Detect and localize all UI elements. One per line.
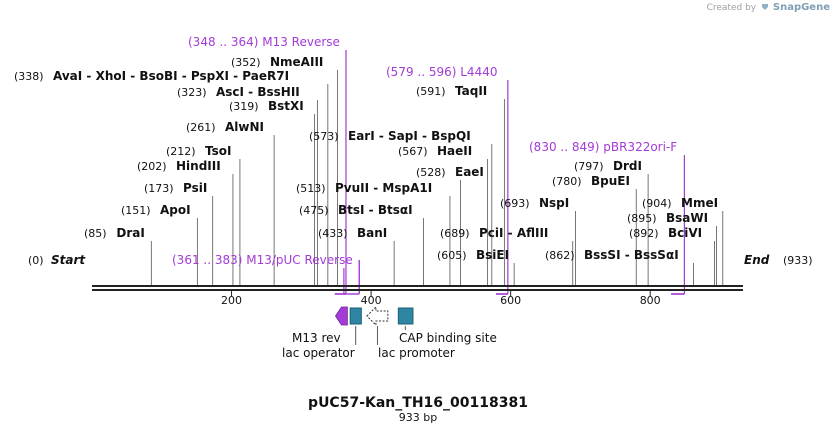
plasmid-name: pUC57-Kan_TH16_00118381 xyxy=(308,395,528,411)
enzyme-name: PciI - AflIII xyxy=(479,226,548,240)
enzyme-name: BssSI - BssSαI xyxy=(584,248,679,262)
enzyme-position: (352) xyxy=(231,56,261,69)
primer-label: (348 .. 364) M13 Reverse xyxy=(188,35,340,49)
enzyme-name: BstXI xyxy=(268,99,304,113)
snapgene-credit: Created by SnapGene xyxy=(707,2,830,13)
enzyme-position: (338) xyxy=(14,70,44,83)
enzyme-name: TaqII xyxy=(455,84,487,98)
feature-label: lac promoter xyxy=(378,346,455,360)
enzyme-cut-lines xyxy=(150,70,724,286)
enzyme-position: (591) xyxy=(416,85,446,98)
feature-label: CAP binding site xyxy=(399,331,497,345)
credit-brand: SnapGene xyxy=(772,2,830,13)
enzyme-position: (797) xyxy=(574,160,604,173)
enzyme-position: (475) xyxy=(299,204,329,217)
enzyme-name: MmeI xyxy=(681,196,718,210)
snapgene-logo-icon xyxy=(761,3,769,11)
enzyme-position: (904) xyxy=(642,197,672,210)
enzyme-name: PvuII - MspA1I xyxy=(335,181,432,195)
feature-box xyxy=(349,307,362,325)
primer-label: (579 .. 596) L4440 xyxy=(386,65,497,79)
sequence-backbone: 200 400 600 800 xyxy=(92,285,743,307)
axis-tick-label: 200 xyxy=(221,294,242,307)
enzyme-name: BsiEI xyxy=(476,248,509,262)
enzyme-name: BpuEI xyxy=(591,174,630,188)
feature-label: M13 rev xyxy=(292,331,341,345)
enzyme-position: (528) xyxy=(416,166,446,179)
enzyme-position: (319) xyxy=(229,100,259,113)
enzyme-name: AlwNI xyxy=(225,120,264,134)
enzyme-name: NmeAIII xyxy=(270,55,323,69)
enzyme-position: (605) xyxy=(437,249,467,262)
enzyme-position: (261) xyxy=(186,121,216,134)
enzyme-position: (173) xyxy=(144,182,174,195)
enzyme-name: EaeI xyxy=(455,165,484,179)
enzyme-position: (151) xyxy=(121,204,151,217)
enzyme-name: BanI xyxy=(357,226,387,240)
enzyme-position: (862) xyxy=(545,249,575,262)
enzyme-position: (323) xyxy=(177,86,207,99)
primer-lines xyxy=(334,50,685,295)
end-position: (933) xyxy=(783,254,813,267)
plasmid-length: 933 bp xyxy=(398,411,438,424)
site-labels: (338) AvaI - XhoI - BsoBI - PspXI - PaeR7… xyxy=(14,35,813,267)
enzyme-name: DrdI xyxy=(613,159,642,173)
axis-tick-label: 400 xyxy=(361,294,382,307)
primer-label: (830 .. 849) pBR322ori-F xyxy=(529,140,677,154)
enzyme-position: (573) xyxy=(309,130,339,143)
enzyme-position: (689) xyxy=(440,227,470,240)
enzyme-position: (892) xyxy=(629,227,659,240)
start-label: Start xyxy=(51,253,86,267)
enzyme-name: NspI xyxy=(539,196,569,210)
enzyme-name: DraI xyxy=(116,226,144,240)
lac-promoter-arrow xyxy=(366,305,389,327)
enzyme-position: (212) xyxy=(166,145,196,158)
enzyme-position: (780) xyxy=(552,175,582,188)
enzyme-name: TsoI xyxy=(205,144,231,158)
axis-tick-label: 600 xyxy=(500,294,521,307)
credit-prefix: Created by xyxy=(706,3,757,13)
feature-label: lac operator xyxy=(282,346,355,360)
enzyme-position: (513) xyxy=(296,182,326,195)
enzyme-position: (85) xyxy=(84,227,107,240)
enzyme-name: AvaI - XhoI - BsoBI - PspXI - PaeR7I xyxy=(53,69,289,83)
feature-box xyxy=(397,307,414,325)
end-label: End xyxy=(744,253,770,267)
m13-rev-feature-arrow xyxy=(335,306,348,326)
enzyme-position: (202) xyxy=(137,160,167,173)
enzyme-name: HindIII xyxy=(176,159,221,173)
enzyme-name: HaeII xyxy=(437,144,472,158)
enzyme-name: BtsI - BtsαI xyxy=(338,203,413,217)
start-position: (0) xyxy=(28,254,44,267)
enzyme-name: BsaWI xyxy=(666,211,708,225)
enzyme-name: EarI - SapI - BspQI xyxy=(348,129,471,143)
enzyme-name: BciVI xyxy=(668,226,702,240)
axis-tick-label: 800 xyxy=(640,294,661,307)
enzyme-position: (433) xyxy=(318,227,348,240)
enzyme-position: (567) xyxy=(398,145,428,158)
enzyme-name: ApoI xyxy=(160,203,191,217)
primer-label: (361 .. 383) M13/pUC Reverse xyxy=(172,253,353,267)
enzyme-position: (693) xyxy=(500,197,530,210)
enzyme-name: AscI - BssHII xyxy=(216,85,300,99)
enzyme-position: (895) xyxy=(627,212,657,225)
enzyme-name: PsiI xyxy=(183,181,207,195)
